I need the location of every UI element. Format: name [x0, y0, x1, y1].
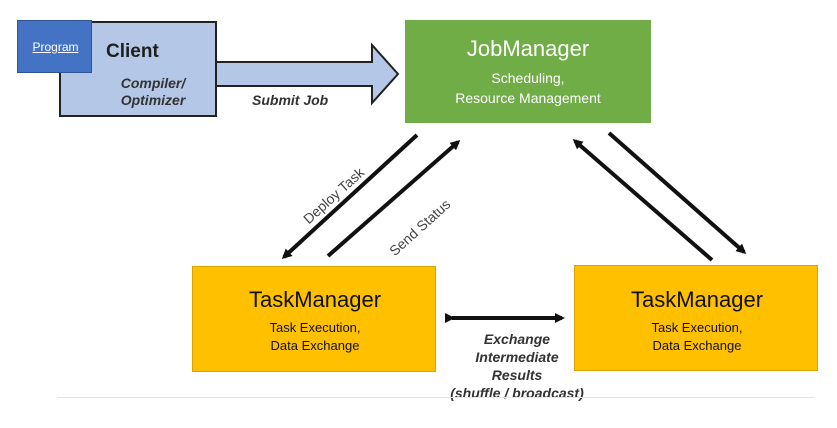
task-manager-line1: Task Execution, — [269, 320, 361, 335]
submit-job-label: Submit Job — [252, 92, 329, 108]
deploy-task-arrow — [281, 133, 419, 260]
client-title: Client — [106, 41, 159, 62]
task-manager-line2: Data Exchange — [270, 338, 360, 353]
exchange-label: Exchange Intermediate Results (shuffle /… — [418, 330, 616, 402]
task-manager-title: TaskManager — [630, 287, 764, 312]
task-manager-line2: Data Exchange — [652, 338, 742, 353]
job-manager-description: Scheduling, Resource Management — [405, 68, 651, 108]
exchange-line3: Results — [491, 367, 543, 383]
job-manager-line1: Scheduling, — [491, 70, 565, 86]
task-manager-description: Task Execution, Data Exchange — [193, 319, 437, 355]
task-manager-line1: Task Execution, — [651, 320, 743, 335]
program-tab[interactable]: Program — [17, 20, 92, 73]
submit-job-arrow — [215, 42, 400, 106]
client-subtitle: Compiler/ Optimizer — [98, 75, 208, 109]
exchange-line1: Exchange — [483, 331, 551, 347]
exchange-line2: Intermediate — [475, 349, 559, 365]
task-manager-box-1[interactable]: TaskManager Task Execution, Data Exchang… — [192, 266, 436, 372]
job-manager-title: JobManager — [466, 36, 590, 61]
divider — [57, 397, 814, 398]
jm-to-tm2-arrow — [607, 131, 747, 254]
exchange-line4: (shuffle / broadcast) — [450, 385, 584, 401]
send-status-arrow — [326, 140, 461, 258]
tm2-to-jm-arrow — [572, 139, 714, 262]
client-subtitle-line1: Compiler/ — [120, 75, 186, 91]
task-manager-box-2[interactable]: TaskManager Task Execution, Data Exchang… — [574, 265, 818, 371]
task-manager-title: TaskManager — [248, 287, 382, 312]
job-manager-box[interactable] — [405, 20, 651, 123]
task-manager-description: Task Execution, Data Exchange — [575, 319, 819, 355]
job-manager-line2: Resource Management — [455, 90, 601, 106]
client-subtitle-line2: Optimizer — [120, 92, 186, 108]
program-label[interactable]: Program — [32, 40, 79, 54]
